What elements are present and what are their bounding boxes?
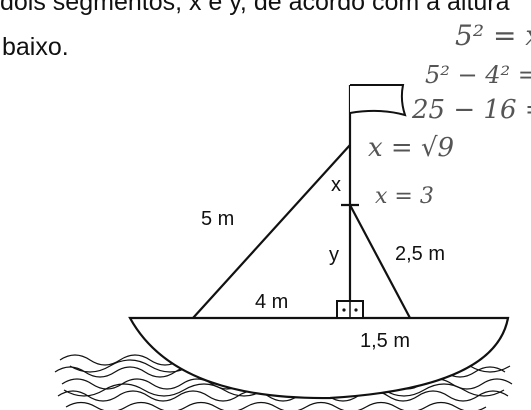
label-x: x	[331, 174, 341, 196]
note-line-1: 5² = x	[455, 19, 531, 52]
boat-hull	[128, 316, 510, 400]
left-rope	[192, 144, 351, 319]
problem-text-line-1: dois segmentos, x e y, de acordo com a a…	[0, 0, 510, 16]
note-line-2: 5² − 4² =	[425, 61, 531, 89]
label-1-5m: 1,5 m	[360, 330, 410, 352]
problem-text-line-2: baixo.	[2, 33, 69, 61]
label-y: y	[329, 244, 339, 266]
note-line-4: x = √9	[368, 133, 454, 163]
note-line-5: x = 3	[375, 184, 434, 209]
handwritten-notes: 5² = x 5² − 4² = 25 − 16 = x = √9 x = 3	[368, 19, 531, 209]
label-4m: 4 m	[255, 291, 288, 313]
label-2-5m: 2,5 m	[395, 243, 445, 265]
flag	[349, 84, 407, 117]
note-line-3: 25 − 16 =	[411, 95, 531, 125]
right-rope	[349, 204, 411, 319]
label-5m: 5 m	[201, 208, 234, 230]
